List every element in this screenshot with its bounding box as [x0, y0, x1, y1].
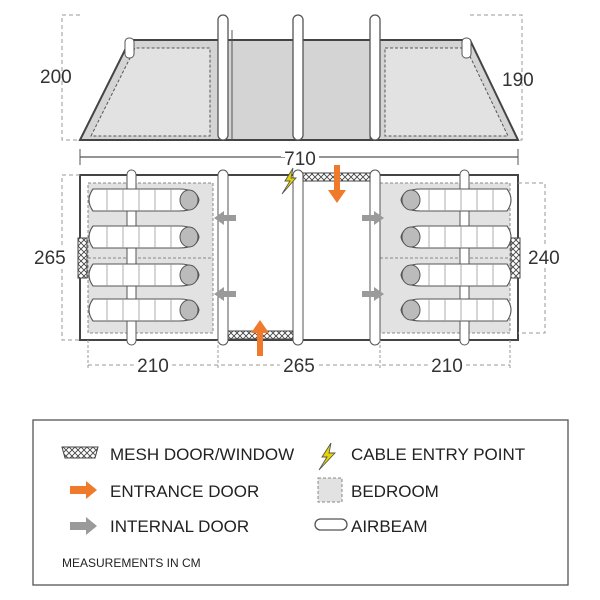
living-width-label: 265 [283, 356, 315, 377]
airbeam [461, 37, 472, 59]
legend-mesh-label: MESH DOOR/WINDOW [110, 445, 294, 464]
internal-door-icon [70, 517, 97, 535]
airbeam [292, 14, 304, 141]
width-rear-label: 240 [528, 248, 560, 269]
bedroom-left-width-label: 210 [137, 356, 169, 377]
legend-box [32, 419, 569, 586]
mesh-icon [61, 446, 99, 459]
side-elevation [61, 14, 523, 165]
legend-airbeam-label: AIRBEAM [351, 517, 428, 536]
cable-entry-icon [281, 167, 297, 195]
legend-entrance-label: ENTRANCE DOOR [110, 482, 259, 501]
airbeam [217, 169, 229, 346]
sleeping-bag [400, 225, 512, 249]
bedroom-right-width-label: 210 [431, 356, 463, 377]
legend [32, 419, 569, 586]
cable-entry-icon [318, 442, 337, 471]
entrance-door-arrow [251, 320, 269, 356]
entrance-door-arrow [328, 165, 346, 203]
sleeping-bag [88, 188, 200, 212]
entrance-door-icon [70, 481, 97, 499]
length-label: 710 [284, 149, 316, 170]
mesh-window [510, 237, 521, 279]
airbeam-icon [314, 518, 348, 531]
sleeping-bag [88, 225, 200, 249]
sleeping-bag [88, 263, 200, 287]
bedroom-icon [317, 477, 343, 503]
airbeam [124, 37, 135, 59]
front-height-label: 200 [40, 67, 72, 88]
mesh-window [77, 237, 88, 279]
floor-plan [61, 165, 546, 368]
airbeam [369, 169, 381, 346]
sleeping-bag [400, 298, 512, 322]
legend-cable-label: CABLE ENTRY POINT [351, 445, 525, 464]
airbeam [217, 14, 229, 141]
sleeping-bag [400, 188, 512, 212]
sleeping-bag [400, 263, 512, 287]
airbeam [292, 169, 304, 346]
width-front-label: 265 [34, 248, 66, 269]
measurements-note: MEASUREMENTS IN CM [62, 556, 201, 570]
rear-height-label: 190 [502, 70, 534, 91]
legend-internal-label: INTERNAL DOOR [110, 517, 249, 536]
sleeping-bag [88, 298, 200, 322]
airbeam [369, 14, 381, 141]
legend-bedroom-label: BEDROOM [351, 482, 439, 501]
